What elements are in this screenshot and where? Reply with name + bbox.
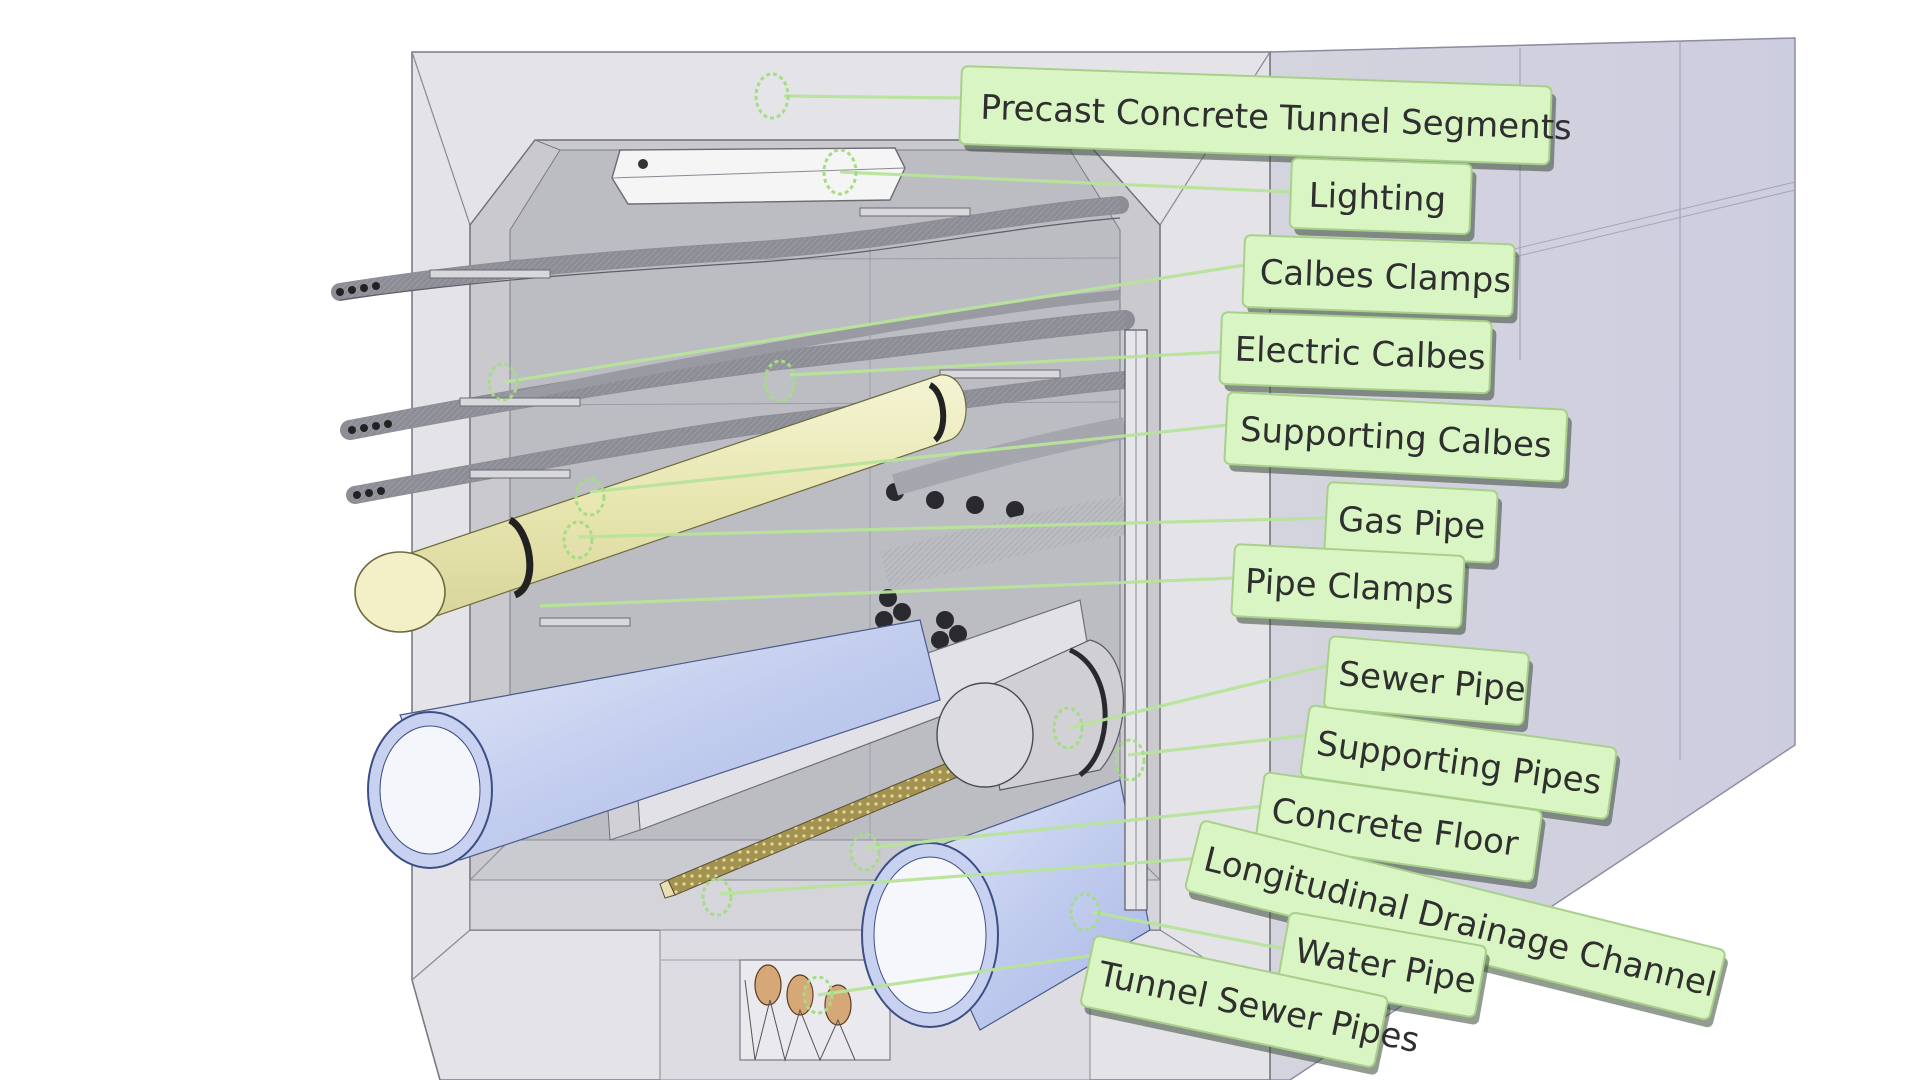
- cable-bundle: [886, 417, 1127, 519]
- callout-precast-concrete-tunnel-segments: Precast Concrete Tunnel Segments: [958, 65, 1572, 172]
- leader-cables-clamps: [504, 263, 1246, 384]
- cable-tray-middle: [340, 290, 1135, 440]
- callout-tunnel-sewer-pipes: Tunnel Sewer Pipes: [1080, 935, 1423, 1075]
- leader-water-pipe: [1091, 910, 1291, 952]
- ring-supporting-pipes: [1114, 738, 1146, 782]
- leader-sewer-pipe: [1069, 663, 1331, 730]
- ring-concrete-floor: [849, 832, 881, 872]
- ring-longitudinal-drainage-channel: [701, 877, 733, 917]
- support-post: [1124, 329, 1148, 911]
- callout-concrete-floor: Concrete Floor: [1254, 771, 1546, 890]
- light-indicator-icon: [638, 159, 648, 169]
- sewer-pipe-body: [936, 639, 1124, 791]
- leader-lighting: [839, 170, 1293, 194]
- ring-cables-clamps: [487, 362, 519, 402]
- ring-sewer-pipe: [1052, 706, 1084, 750]
- ring-tunnel-sewer-pipes: [802, 975, 834, 1015]
- gas-pipe-body: [354, 374, 967, 633]
- leader-tunnel-sewer-pipes: [817, 953, 1096, 997]
- callout-label: Gas Pipe: [1337, 500, 1486, 548]
- callout-label: Calbes Clamps: [1259, 253, 1512, 302]
- lighting-fixture: [611, 147, 906, 205]
- water-pipe-left: [367, 619, 941, 869]
- callout-sewer-pipe: Sewer Pipe: [1323, 635, 1534, 733]
- ring-water-pipe: [1069, 892, 1101, 932]
- callout-lighting: Lighting: [1288, 157, 1477, 242]
- leader-concrete-floor: [864, 804, 1266, 850]
- leader-pipe-clamps: [539, 576, 1236, 608]
- ring-electric-cables: [763, 359, 797, 403]
- ring-lighting: [822, 148, 858, 196]
- callout-cables-clamps: Calbes Clamps: [1241, 234, 1520, 324]
- ring-supporting-cables: [574, 477, 606, 517]
- callout-gas-pipe: Gas Pipe: [1323, 481, 1503, 570]
- callout-electric-cables: Electric Calbes: [1218, 311, 1497, 401]
- ring-gas-pipe: [562, 520, 594, 560]
- callout-label: Lighting: [1308, 176, 1447, 221]
- cable-tray-upper: [331, 196, 1129, 301]
- leader-longitudinal-drainage-channel: [719, 856, 1203, 896]
- leader-electric-cables: [789, 350, 1223, 377]
- callout-pipe-clamps: Pipe Clamps: [1230, 543, 1470, 635]
- cable-tray-lower: [346, 371, 1134, 504]
- leader-supporting-pipes: [1127, 733, 1311, 757]
- leader-lines: [504, 94, 1331, 997]
- ring-precast-concrete-tunnel-segments: [754, 72, 790, 120]
- callout-label: Electric Calbes: [1234, 329, 1486, 378]
- callout-supporting-cables: Supporting Calbes: [1223, 391, 1572, 489]
- leader-precast-concrete-tunnel-segments: [783, 94, 963, 100]
- leader-supporting-cables: [589, 423, 1229, 494]
- leader-gas-pipe: [577, 516, 1329, 539]
- cable-trays: [331, 196, 1135, 519]
- target-rings: [487, 72, 1146, 1015]
